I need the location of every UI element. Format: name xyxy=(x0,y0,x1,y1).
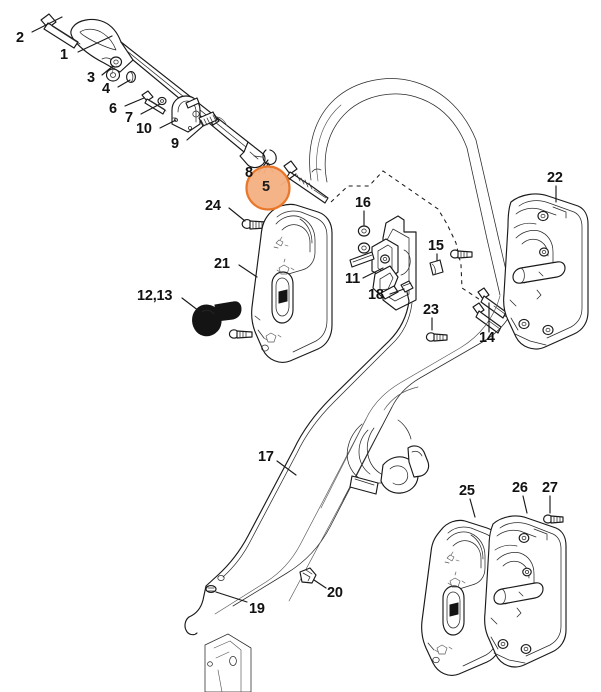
callout-4[interactable]: 4 xyxy=(102,81,110,97)
part-23-screw xyxy=(425,332,448,342)
screw-near-15 xyxy=(450,249,473,259)
callout-1[interactable]: 1 xyxy=(60,47,68,63)
callout-20[interactable]: 20 xyxy=(327,585,343,601)
part-17-cable xyxy=(184,300,413,636)
callout-6[interactable]: 6 xyxy=(109,101,117,117)
part-4-spacer xyxy=(126,71,136,83)
callout-19[interactable]: 19 xyxy=(249,601,265,617)
bottom-plate-fragment xyxy=(204,633,252,692)
callout-7[interactable]: 7 xyxy=(125,110,133,126)
callout-16[interactable]: 16 xyxy=(355,195,371,211)
callout-12-13[interactable]: 12,13 xyxy=(137,288,173,304)
part-15-bushing xyxy=(429,259,444,276)
callout-22[interactable]: 22 xyxy=(547,170,563,186)
part-22-grip-shell xyxy=(503,193,589,350)
callout-26[interactable]: 26 xyxy=(512,480,528,496)
callout-9[interactable]: 9 xyxy=(171,136,179,152)
part-10-cable-clamp xyxy=(171,95,201,133)
callout-11[interactable]: 11 xyxy=(345,271,360,287)
part-2-bolt xyxy=(40,13,81,49)
screw-below-knob xyxy=(228,329,253,339)
part-3-washer xyxy=(105,56,123,82)
part-27-screw xyxy=(543,514,564,524)
callout-15[interactable]: 15 xyxy=(428,238,444,254)
callout-25[interactable]: 25 xyxy=(459,483,475,499)
part-21-housing-cover xyxy=(251,203,333,363)
part-12-13-knob xyxy=(192,301,242,337)
callout-23[interactable]: 23 xyxy=(423,302,439,318)
part-25-grip-cover xyxy=(421,519,502,676)
callout-18[interactable]: 18 xyxy=(368,287,384,303)
leader-lines xyxy=(31,16,557,603)
part-16-nuts xyxy=(357,225,371,254)
callout-3[interactable]: 3 xyxy=(87,70,95,86)
callout-10[interactable]: 10 xyxy=(136,121,152,137)
highlight-circle-part-5 xyxy=(245,165,291,211)
part-7-nut xyxy=(157,96,167,106)
callout-24[interactable]: 24 xyxy=(205,198,221,214)
part-9-coil xyxy=(198,111,228,127)
part-14-long-bolts xyxy=(472,287,507,334)
callout-17[interactable]: 17 xyxy=(258,449,274,465)
callout-5[interactable]: 5 xyxy=(262,179,270,195)
mower-shaft-body xyxy=(214,295,508,615)
callout-8[interactable]: 8 xyxy=(245,165,253,181)
callout-2[interactable]: 2 xyxy=(16,30,24,46)
part-26-grip-shell xyxy=(484,515,567,668)
part-20-clip xyxy=(299,567,317,584)
callout-21[interactable]: 21 xyxy=(214,256,230,272)
callout-14[interactable]: 14 xyxy=(479,330,495,346)
part-5-bolt xyxy=(283,160,329,204)
callout-27[interactable]: 27 xyxy=(542,480,558,496)
